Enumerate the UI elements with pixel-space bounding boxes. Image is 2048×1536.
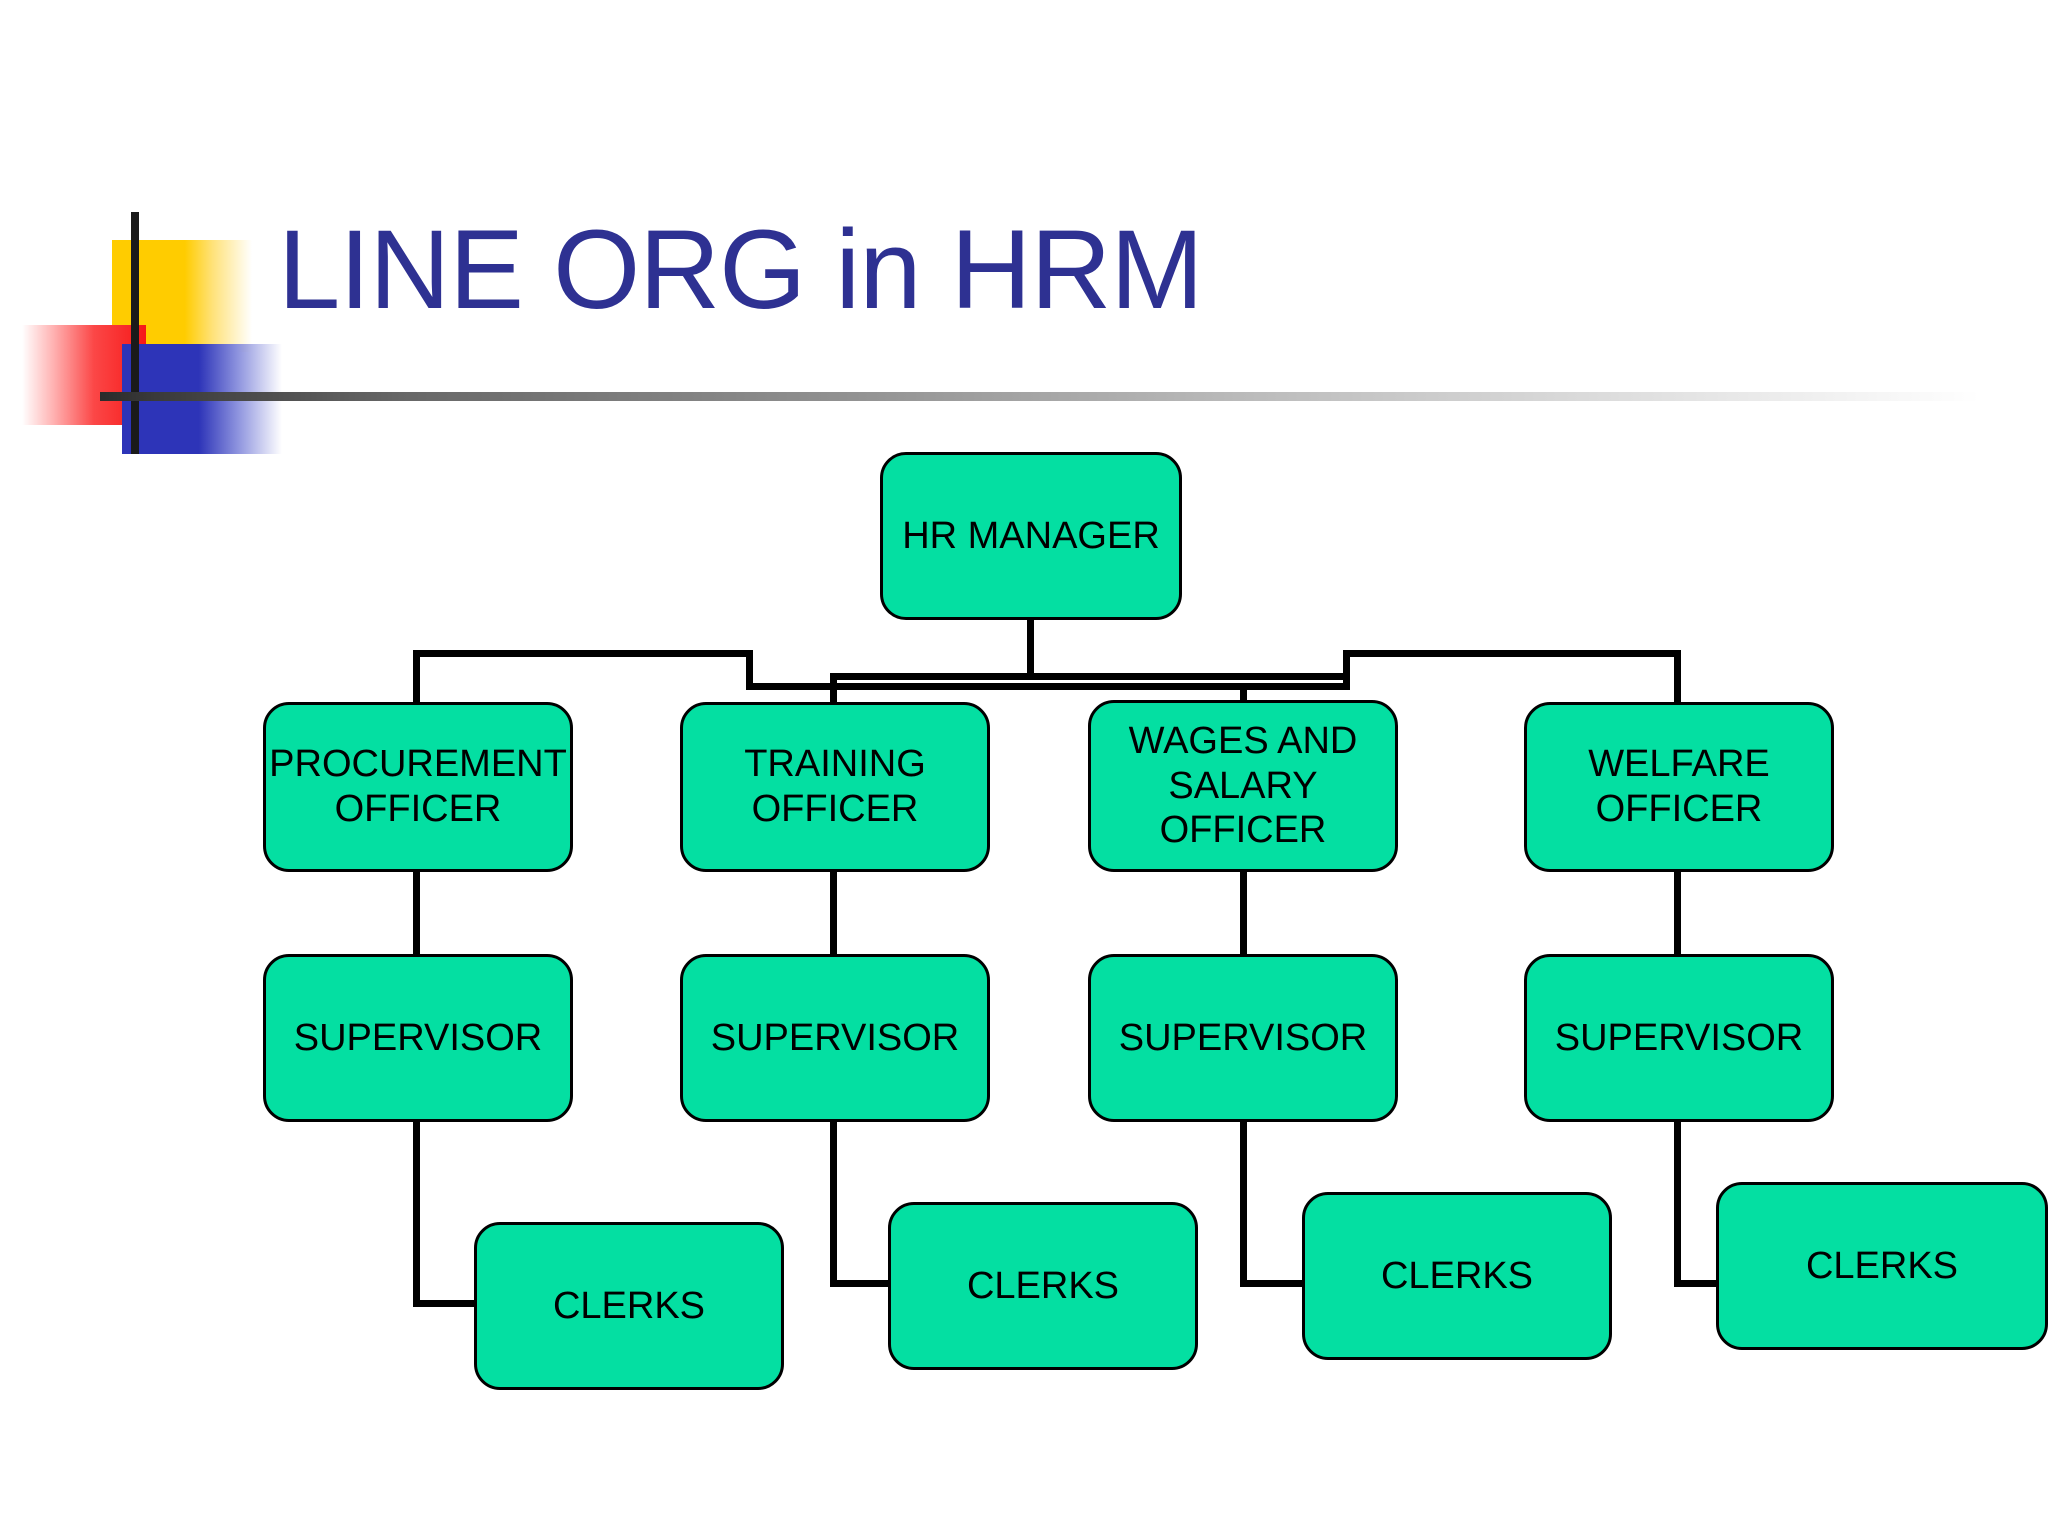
connector-supervisor4-right <box>1674 1280 1740 1287</box>
connector-supervisor2-right <box>830 1280 896 1287</box>
node-clerks-1[interactable]: CLERKS <box>474 1222 784 1390</box>
connector-supervisor1-right <box>413 1300 483 1307</box>
node-training-officer[interactable]: TRAINING OFFICER <box>680 702 990 872</box>
connector-drop-training <box>830 683 837 705</box>
connector-drop-procurement <box>413 650 420 705</box>
node-supervisor-4[interactable]: SUPERVISOR <box>1524 954 1834 1122</box>
node-label: HR MANAGER <box>902 514 1160 557</box>
node-label: CLERKS <box>552 1284 706 1327</box>
connector-outer-bus-left <box>413 650 753 657</box>
node-hr-manager[interactable]: HR MANAGER <box>880 452 1182 620</box>
connector-inner-bus-tie-left <box>830 673 837 690</box>
node-label: WELFARE OFFICER <box>1588 743 1770 830</box>
node-label: CLERKS <box>1805 1244 1959 1287</box>
node-label: WAGES AND SALARY OFFICER <box>1128 719 1358 852</box>
node-supervisor-2[interactable]: SUPERVISOR <box>680 954 990 1122</box>
node-label: SUPERVISOR <box>293 1016 543 1059</box>
connector-supervisor1-down <box>413 1120 420 1306</box>
node-label: PROCUREMENT OFFICER <box>269 743 567 830</box>
connector-supervisor2-down <box>830 1120 837 1286</box>
node-wages-salary-officer[interactable]: WAGES AND SALARY OFFICER <box>1088 700 1398 872</box>
connector-outer-bus-jog-left <box>746 650 753 683</box>
connector-procurement-to-supervisor <box>413 870 420 958</box>
connector-outer-bus-jog-right <box>1343 650 1350 683</box>
vertical-rule-icon <box>131 212 139 354</box>
connector-inner-bus-lower <box>746 683 1350 690</box>
connector-root-stem <box>1027 620 1034 680</box>
node-supervisor-3[interactable]: SUPERVISOR <box>1088 954 1398 1122</box>
vertical-rule-lower-icon <box>131 354 139 454</box>
node-procurement-officer[interactable]: PROCUREMENT OFFICER <box>263 702 573 872</box>
node-supervisor-1[interactable]: SUPERVISOR <box>263 954 573 1122</box>
node-label: SUPERVISOR <box>1118 1016 1368 1059</box>
node-clerks-3[interactable]: CLERKS <box>1302 1192 1612 1360</box>
page-title: LINE ORG in HRM <box>278 207 1204 332</box>
node-clerks-2[interactable]: CLERKS <box>888 1202 1198 1370</box>
connector-outer-bus-right <box>1343 650 1681 657</box>
connector-drop-wages <box>1240 683 1247 705</box>
node-label: SUPERVISOR <box>1554 1016 1804 1059</box>
node-welfare-officer[interactable]: WELFARE OFFICER <box>1524 702 1834 872</box>
node-label: TRAINING OFFICER <box>744 743 926 830</box>
connector-drop-welfare <box>1674 650 1681 705</box>
node-clerks-4[interactable]: CLERKS <box>1716 1182 2048 1350</box>
connector-supervisor3-down <box>1240 1120 1247 1286</box>
node-label: CLERKS <box>1380 1254 1534 1297</box>
node-label: SUPERVISOR <box>710 1016 960 1059</box>
connector-training-to-supervisor <box>830 870 837 958</box>
connector-wages-to-supervisor <box>1240 870 1247 958</box>
connector-supervisor3-right <box>1240 1280 1310 1287</box>
node-label: CLERKS <box>966 1264 1120 1307</box>
title-divider <box>100 392 1980 401</box>
connector-inner-bus-upper <box>830 673 1350 680</box>
connector-supervisor4-down <box>1674 1120 1681 1286</box>
connector-welfare-to-supervisor <box>1674 870 1681 958</box>
